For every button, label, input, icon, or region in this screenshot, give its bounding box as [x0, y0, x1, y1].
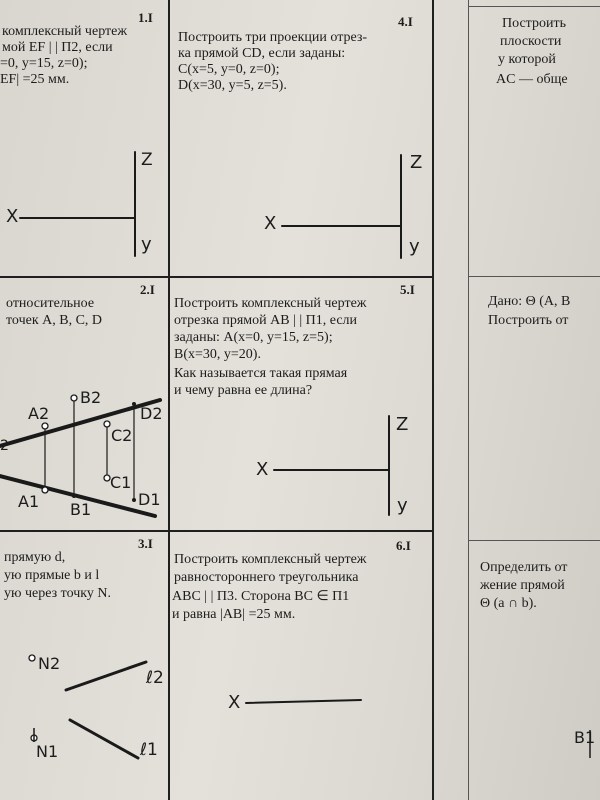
- point-D2: [132, 402, 136, 406]
- line-l1: [68, 718, 140, 760]
- label-D1: D1: [138, 490, 161, 509]
- label-edge-2: 2: [0, 438, 9, 454]
- grid-vertical-left: [168, 0, 170, 800]
- point-A1: [41, 486, 49, 494]
- task-1-line-4: EF| =25 мм.: [0, 72, 70, 87]
- cell5-label-y: y: [397, 495, 408, 516]
- grid-row-1: [0, 276, 434, 278]
- right-task-2-line-1: Дано: Θ (A, B: [488, 294, 571, 309]
- task-6-line-3: ABC | | П3. Сторона BC ∈ П1: [172, 589, 350, 604]
- grid-row-right-2: [469, 540, 600, 541]
- grid-row-right-1: [469, 276, 600, 277]
- right-task-1-line-3: у которой: [498, 52, 556, 67]
- point-B1: [72, 494, 76, 498]
- task-1-line-3: =0, y=15, z=0);: [0, 56, 88, 71]
- right-task-3-line-1: Определить от: [480, 560, 568, 575]
- task-2-line-1: относительное: [6, 296, 95, 311]
- label-right-B1: B1: [574, 728, 596, 747]
- label-D2: D2: [140, 404, 163, 423]
- line-frontal-projection: [0, 398, 162, 448]
- task-4-line-4: D(x=30, y=5, z=5).: [178, 78, 287, 93]
- right-task-3-line-2: жение прямой: [480, 578, 565, 593]
- grid-vertical-right: [468, 0, 469, 800]
- right-task-1-line-4: AC — обще: [496, 72, 568, 87]
- task-5-line-6: и чему равна ее длина?: [174, 383, 313, 398]
- task-5-line-1: Построить комплексный чертеж: [174, 296, 367, 311]
- task-2-line-2: точек A, B, C, D: [6, 313, 103, 328]
- label-l1: ℓ1: [140, 740, 158, 760]
- task-number-5: 5.I: [400, 282, 415, 297]
- task-number-1: 1.I: [138, 10, 153, 25]
- label-l2: ℓ2: [146, 668, 164, 688]
- task-1-line-2: мой EF | | П2, если: [2, 40, 113, 55]
- right-task-2-line-2: Построить от: [488, 313, 569, 328]
- right-task-1-line-2: плоскости: [500, 34, 562, 49]
- label-A2: A2: [28, 404, 50, 423]
- cell1-label-z: Z: [141, 150, 153, 170]
- task-5-line-5: Как называется такая прямая: [174, 366, 348, 381]
- task-4-line-1: Построить три проекции отрез-: [178, 30, 368, 45]
- label-A1: A1: [18, 492, 40, 511]
- task-4-line-3: C(x=5, y=0, z=0);: [178, 62, 280, 77]
- task-5-line-2: отрезка прямой AB | | П1, если: [174, 313, 358, 328]
- label-C1: C1: [110, 473, 132, 492]
- label-C2: C2: [111, 426, 133, 445]
- cell1-label-x: X: [6, 206, 19, 227]
- task-number-2: 2.I: [140, 282, 155, 297]
- task-4-line-2: ка прямой CD, если заданы:: [178, 46, 346, 61]
- cell4-label-x: X: [264, 213, 277, 234]
- task-number-4: 4.I: [398, 14, 413, 29]
- label-N1: N1: [36, 742, 59, 761]
- task-6-line-2: равностороннего треугольника: [174, 570, 359, 585]
- label-B1: B1: [70, 500, 92, 519]
- cell6-x-axis: [245, 699, 362, 704]
- grid-vertical-center: [432, 0, 434, 800]
- point-A2: [41, 422, 49, 430]
- point-N2: [28, 654, 36, 662]
- label-N2: N2: [38, 654, 61, 673]
- line-horizontal-projection: [0, 474, 157, 518]
- task-5-line-4: B(x=30, y=20).: [174, 347, 261, 362]
- cell4-label-y: y: [409, 236, 420, 257]
- point-C1: [103, 474, 111, 482]
- label-B2: B2: [80, 388, 102, 407]
- task-6-line-1: Построить комплексный чертеж: [174, 552, 367, 567]
- cell6-label-x: X: [228, 692, 241, 713]
- right-task-1-line-1: Построить: [502, 16, 566, 31]
- task-3-line-1: прямую d,: [4, 550, 66, 565]
- task-3-line-2: ую прямые b и l: [4, 568, 100, 583]
- grid-top-right: [469, 6, 600, 7]
- task-number-3: 3.I: [138, 536, 153, 551]
- point-B2: [70, 394, 78, 402]
- task-5-line-3: заданы: A(x=0, y=15, z=5);: [174, 330, 333, 345]
- right-task-3-line-3: Θ (a ∩ b).: [480, 596, 537, 611]
- task-1-line-1: комплексный чертеж: [2, 24, 128, 39]
- cell4-label-z: Z: [410, 152, 423, 173]
- grid-row-2: [0, 530, 434, 532]
- point-D1: [132, 498, 136, 502]
- cell1-label-y: y: [141, 234, 152, 255]
- task-3-line-3: ую через точку N.: [4, 586, 111, 601]
- cell5-label-x: X: [256, 459, 269, 480]
- task-number-6: 6.I: [396, 538, 411, 553]
- cell5-label-z: Z: [396, 414, 409, 435]
- point-C2: [103, 420, 111, 428]
- line-l2: [64, 660, 148, 692]
- task-6-line-4: и равна |AB| =25 мм.: [172, 607, 296, 622]
